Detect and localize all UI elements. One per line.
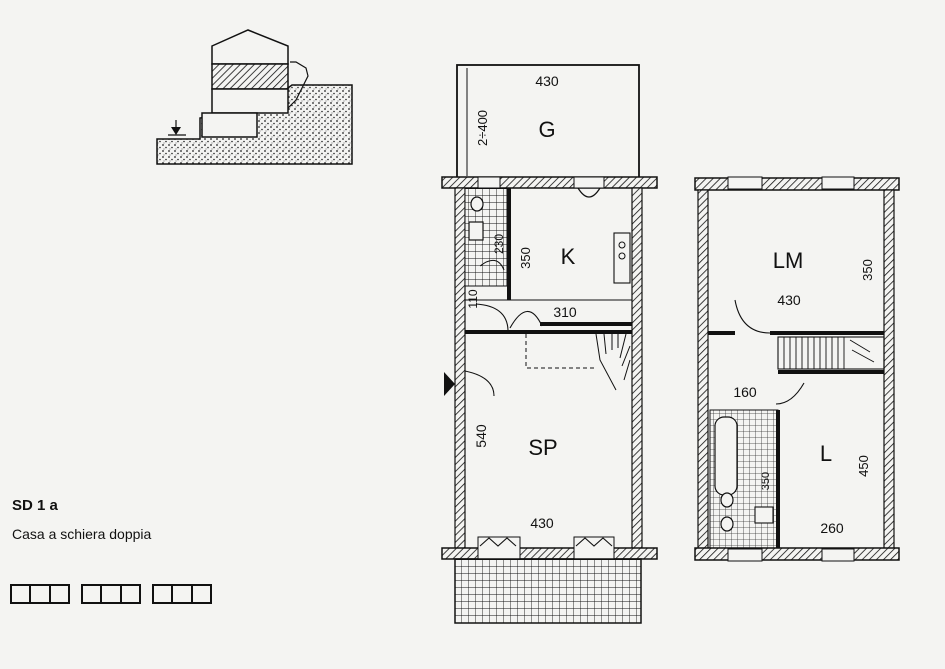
- upper-bath-depth-label: 350: [760, 472, 772, 490]
- garage-depth-label: 2÷400: [475, 110, 490, 146]
- front-room-depth-label: 350: [860, 259, 875, 281]
- living-depth-label: 540: [473, 424, 489, 448]
- kitchen-width-label: 310: [553, 304, 577, 320]
- living-room-label: SP: [528, 435, 557, 460]
- front-room-width-label: 430: [777, 292, 801, 308]
- scale-bar-2: [81, 584, 141, 604]
- upper-floor-labels: LM 350 430 160 L 450 350 260: [733, 248, 875, 536]
- upper-floor-plan: [694, 176, 900, 562]
- upper-stair: [777, 336, 885, 370]
- main-wall-top: [441, 176, 658, 189]
- ground-floor-labels: 430 2÷400 G 230 350 K 110 310 540 SP 430: [466, 73, 577, 531]
- garage-width-label: 430: [535, 73, 559, 89]
- section-sketch: [156, 29, 353, 165]
- garage-room-label: G: [538, 117, 555, 142]
- scale-bar-3: [152, 584, 212, 604]
- upper-hall-label: 160: [733, 384, 757, 400]
- living-wall-bottom: [441, 547, 658, 560]
- living-width-label: 430: [530, 515, 554, 531]
- back-room-label: L: [820, 441, 832, 466]
- back-room-depth-label: 450: [856, 455, 871, 477]
- plan-code: SD 1 a: [12, 497, 58, 514]
- ground-floor-plan: [441, 64, 658, 624]
- upper-wall-top: [694, 177, 900, 191]
- hall-width-label: 110: [466, 289, 480, 308]
- bath-width-label: 230: [492, 234, 506, 254]
- front-room-label: LM: [773, 248, 804, 273]
- upper-wall-bottom: [694, 547, 900, 561]
- kitchen-depth-label: 350: [518, 247, 533, 269]
- kitchen-room-label: K: [561, 244, 576, 269]
- ground-level-marker: [168, 120, 186, 136]
- plan-description: Casa a schiera doppia: [12, 526, 152, 542]
- back-room-width-label: 260: [820, 520, 844, 536]
- scale-bar-1: [10, 584, 70, 604]
- terrace-tiles: [454, 558, 642, 624]
